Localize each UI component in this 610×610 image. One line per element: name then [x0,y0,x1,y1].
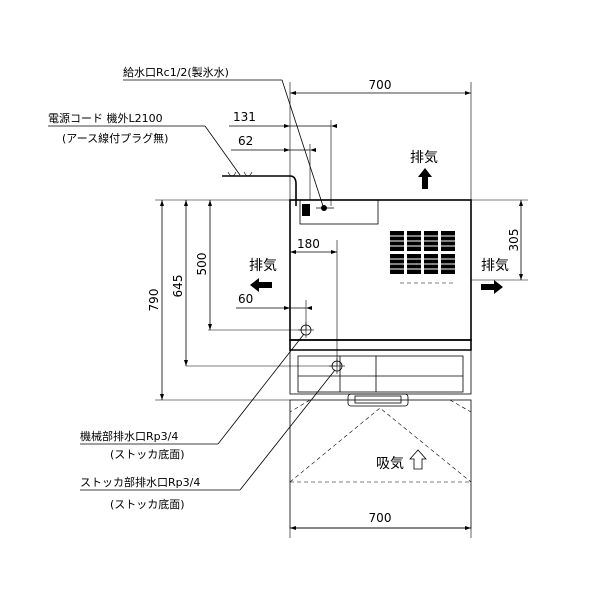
exhaust-left-label: 排気 [249,258,277,274]
power-cord-note: (アース線付プラグ無) [62,131,168,145]
exhaust-right-label: 排気 [481,258,509,274]
outline-arrow-up-icon [409,449,427,470]
dim-500-text: 500 [195,253,209,276]
exhaust-top: 排気 [410,150,438,189]
power-cord-callout: 電源コード 機外L2100 (アース線付プラグ無) [48,111,297,206]
dim-62-text: 62 [238,134,253,148]
machine-unit [289,199,472,341]
vent-grille [390,231,455,284]
dim-645: 645 [171,200,337,367]
arrow-up-icon [418,168,432,189]
exhaust-right: 排気 [481,258,509,294]
stocker-drain-note: (ストッカ底面) [110,497,185,511]
arrow-right-icon [481,280,503,294]
dim-180-text: 180 [297,237,320,251]
dim-131: 131 [229,110,337,206]
stocker-drain-label: ストッカ部排水口Rp3/4 [80,475,200,489]
dim-bottom-width: 700 [289,511,472,538]
power-cord-label: 電源コード 機外L2100 [48,111,163,125]
dim-60-text: 60 [238,292,253,306]
intake: 吸気 [376,449,427,472]
machine-drain-callout: 機械部排水口Rp3/4 (ストッカ底面) [80,333,305,461]
dim-305-text: 305 [507,229,521,252]
dim-645-text: 645 [171,275,185,298]
dim-305: 305 [471,199,528,281]
dim-700-top: 700 [369,78,392,92]
machine-drain-note: (ストッカ底面) [110,447,185,461]
dim-180: 180 [290,237,338,366]
dim-top-width: 700 [289,78,472,200]
dim-790-text: 790 [147,289,161,312]
dim-60: 60 [236,292,312,330]
intake-label: 吸気 [376,456,404,472]
stocker-drain-callout: ストッカ部排水口Rp3/4 (ストッカ底面) [80,369,336,511]
dim-62: 62 [231,134,316,200]
machine-drain-label: 機械部排水口Rp3/4 [80,429,178,443]
dim-500: 500 [195,200,306,331]
water-supply-label: 給水口Rc1/2(製氷水) [123,65,229,79]
water-supply-callout: 給水口Rc1/2(製氷水) [123,65,324,207]
exhaust-top-label: 排気 [410,150,438,166]
stocker-unit [289,339,472,407]
dim-700-bottom: 700 [369,511,392,525]
dim-790: 790 [147,199,290,401]
exhaust-left: 排気 [249,258,277,292]
arrow-left-icon [250,278,272,292]
dim-131-text: 131 [233,110,256,124]
